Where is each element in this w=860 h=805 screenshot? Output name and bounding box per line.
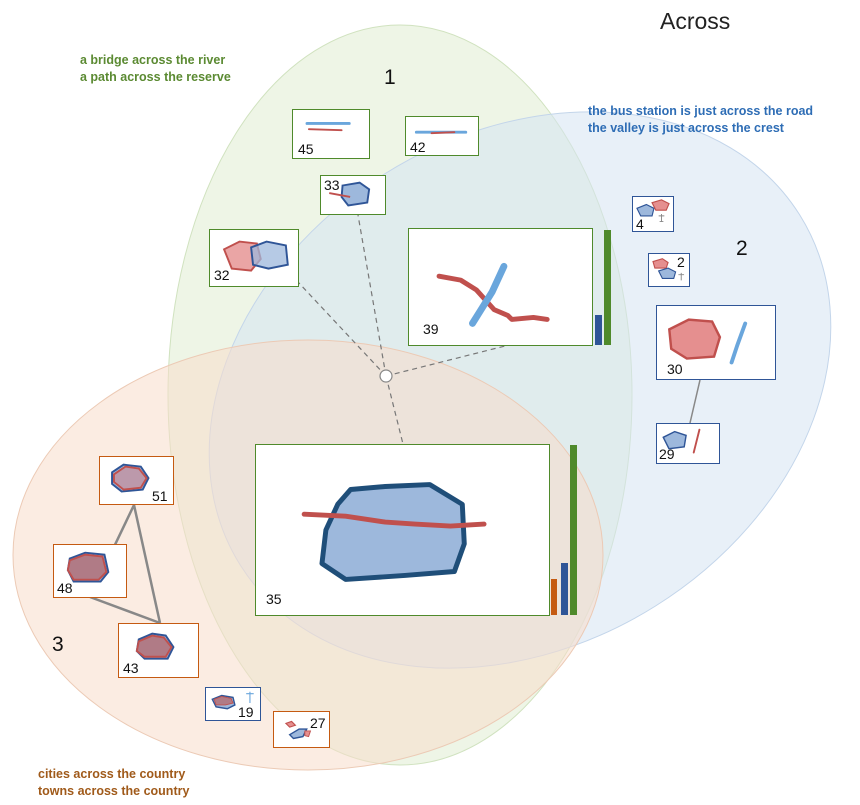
thumbnail-label: 43 — [123, 660, 139, 676]
thumbnail-label: 42 — [410, 139, 426, 155]
cluster-1-number: 1 — [384, 66, 396, 89]
sketch-image — [135, 632, 175, 660]
thumbnail-label: 48 — [57, 580, 73, 596]
page-title: Across — [660, 8, 731, 34]
thumbnail-51[interactable]: 51 — [99, 456, 174, 505]
bar-blue-39 — [595, 315, 602, 345]
sketch-image — [111, 463, 150, 493]
tree-node — [379, 369, 393, 383]
thumbnail-label: 45 — [298, 141, 314, 157]
link-30-29 — [689, 379, 701, 424]
sketch-image — [66, 551, 110, 583]
sketch-image — [667, 318, 748, 365]
thumbnail-39[interactable]: 39 — [408, 228, 593, 346]
thumbnail-32[interactable]: 32 — [209, 229, 299, 287]
sketch-image — [414, 130, 468, 135]
cluster-2-number: 2 — [736, 237, 748, 260]
thumbnail-label: 30 — [667, 361, 683, 377]
thumbnail-label: 27 — [310, 715, 326, 731]
cluster-tree — [297, 214, 506, 445]
sketch-image — [222, 240, 289, 272]
thumbnail-2[interactable]: 2 — [648, 253, 690, 287]
thumbnail-label: 29 — [659, 446, 675, 462]
thumbnail-33[interactable]: 33 — [320, 175, 386, 215]
sketch-image — [436, 262, 550, 327]
bar-green-35 — [570, 445, 577, 615]
thumbnail-48[interactable]: 48 — [53, 544, 127, 598]
thumbnail-label: 33 — [324, 177, 340, 193]
thumbnail-29[interactable]: 29 — [656, 423, 720, 464]
cluster-2-caption: the bus station is just across the road … — [588, 103, 813, 137]
thumbnail-35[interactable]: 35 — [255, 444, 550, 616]
sketch-image — [211, 691, 254, 710]
caption-line: the bus station is just across the road — [588, 104, 814, 118]
sketch-image — [284, 720, 312, 740]
thumbnail-42[interactable]: 42 — [405, 116, 479, 156]
caption-line: a path across the reserve — [80, 70, 231, 84]
sketch-image — [329, 181, 371, 207]
thumbnail-label: 32 — [214, 267, 230, 283]
cluster-1-caption: a bridge across the river a path across … — [80, 52, 231, 86]
thumbnail-label: 19 — [238, 704, 254, 720]
thumbnail-label: 51 — [152, 488, 168, 504]
bar-blue-35 — [561, 563, 568, 615]
sketch-image — [636, 199, 670, 223]
thumbnail-27[interactable]: 27 — [273, 711, 330, 748]
caption-line: towns across the country — [38, 784, 190, 798]
sketch-image — [652, 258, 685, 281]
cluster-3-number: 3 — [52, 633, 64, 656]
thumbnail-label: 2 — [677, 254, 685, 270]
thumbnail-label: 35 — [266, 591, 282, 607]
cluster-3-caption: cities across the country towns across t… — [38, 766, 189, 800]
thumbnail-43[interactable]: 43 — [118, 623, 199, 678]
bar-orange-35 — [551, 579, 557, 615]
thumbnail-label: 4 — [636, 216, 644, 232]
caption-line: the valley is just across the crest — [588, 121, 784, 135]
thumbnail-label: 39 — [423, 321, 439, 337]
thumbnail-45[interactable]: 45 — [292, 109, 370, 159]
sketch-image — [305, 122, 351, 132]
thumbnail-30[interactable]: 30 — [656, 305, 776, 380]
bar-green-39 — [604, 230, 611, 345]
thumbnail-19[interactable]: 19 — [205, 687, 261, 721]
caption-line: cities across the country — [38, 767, 186, 781]
caption-line: a bridge across the river — [80, 53, 226, 67]
sketch-image — [662, 428, 701, 454]
thumbnail-4[interactable]: 4 — [632, 196, 674, 232]
sketch-image — [301, 482, 487, 582]
